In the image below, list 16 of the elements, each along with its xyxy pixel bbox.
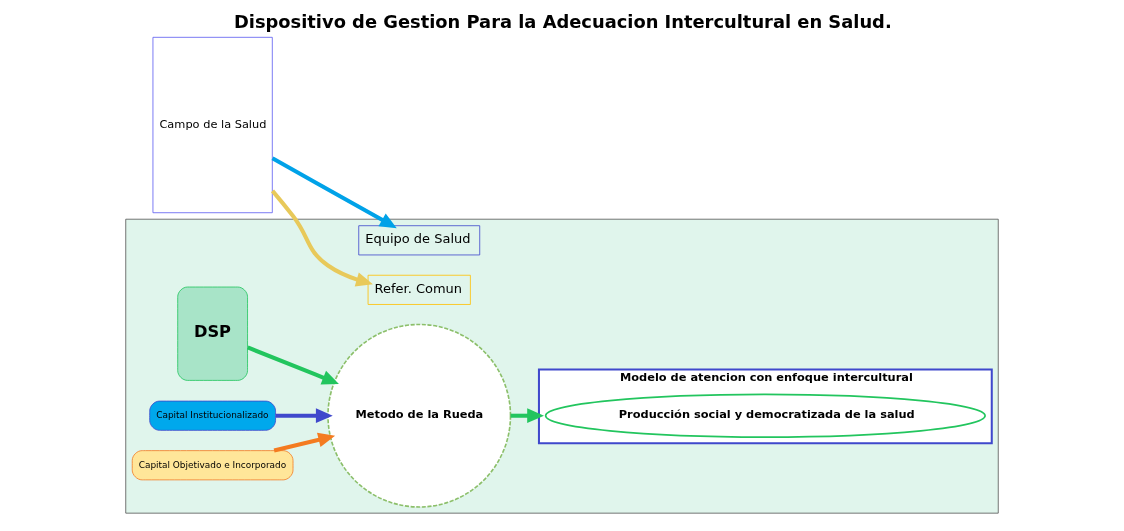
node-box: Capital Institucionalizado [149, 400, 276, 431]
node-box: Refer. Comun [367, 274, 471, 305]
arrow [247, 345, 339, 385]
node-box: DSP [177, 286, 248, 381]
node-ellipse: Producción social y democratizada de la salud [544, 393, 986, 438]
node-box: Campo de la Salud [152, 36, 273, 214]
arrow [275, 408, 333, 424]
arrow [273, 432, 336, 453]
arrow [510, 408, 545, 424]
diagram-title: Dispositivo de Gestion Para la Adecuacion Intercultural en Salud. [233, 11, 892, 33]
node-box: Capital Objetivado e Incorporado [131, 450, 294, 481]
cluster [125, 218, 999, 514]
node-circle: Metodo de la Rueda [327, 323, 512, 508]
arrow [271, 156, 397, 229]
arrow [270, 189, 373, 287]
node-box: Equipo de Salud [358, 225, 481, 256]
